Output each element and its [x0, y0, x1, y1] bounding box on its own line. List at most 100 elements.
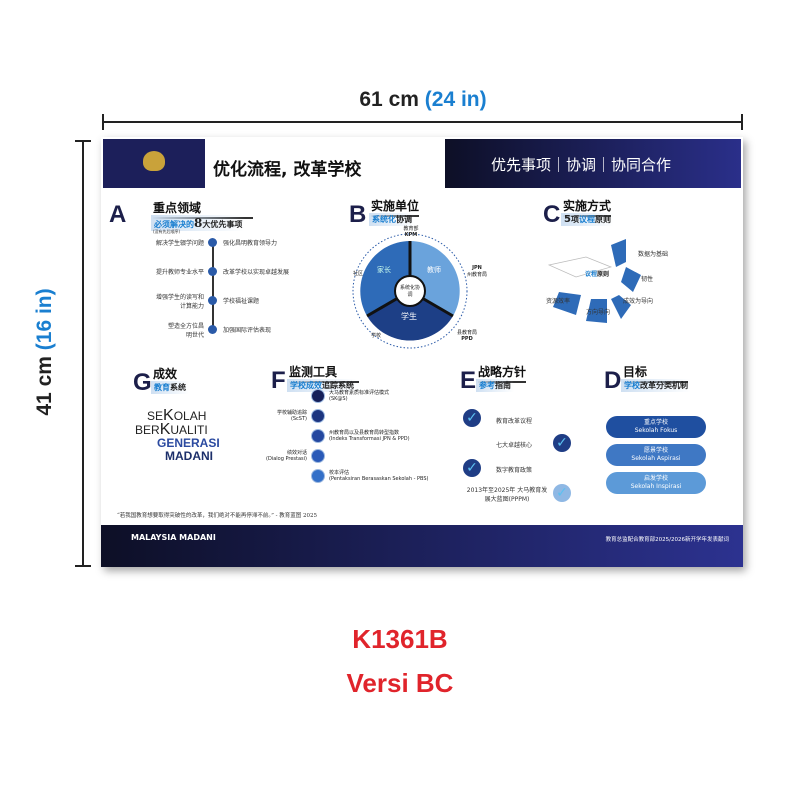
width-tick [741, 114, 743, 130]
timeline-dot [208, 296, 217, 305]
sub-highlight: 系统化 [372, 215, 396, 224]
fan-segments [553, 239, 641, 323]
section-g-letter: G [133, 369, 152, 396]
width-in: (24 in) [424, 88, 487, 111]
sub-rest: 协调 [396, 215, 412, 224]
strategy-item: 2013年至2025年 大马教育发展大蓝图(PPPM) [466, 487, 548, 503]
tool-en: (Dialog Prestasi) [266, 456, 307, 462]
segment-label: 学生 [401, 312, 417, 321]
section-b-letter: B [349, 201, 367, 228]
section-a-subtitle: 必须解决的8大优先事项 [151, 215, 246, 231]
width-tick [102, 114, 104, 130]
width-cm: 61 cm [359, 88, 419, 111]
sub-highlight: 学校成效 [290, 381, 322, 390]
segment-label: 家长 [377, 266, 391, 274]
sub-highlight: 学校 [624, 381, 640, 390]
section-b-subtitle: 系统化协调 [369, 213, 415, 226]
priority-item: 学校福祉课题 [223, 298, 260, 305]
center-rest: 原则 [597, 271, 610, 278]
section-c-subtitle: 5项议程原则 [561, 213, 614, 226]
tool-dot [311, 469, 325, 483]
principle-item: 数据为基础 [638, 251, 669, 258]
crest-logo-panel [103, 139, 205, 188]
section-g-title: 成效 [153, 367, 178, 381]
node-text: 县教育局 [457, 330, 478, 336]
section-a-note: (没有先后顺序) [153, 229, 181, 234]
height-in: (16 in) [33, 288, 56, 351]
category-ms: Sekolah Fokus [634, 427, 678, 434]
footer-band: MALAYSIA MADANI 教育总监配合教育部2025/2026新开学年发表… [101, 525, 743, 567]
node-text: KPM [404, 232, 418, 238]
category-cn: 重点学校 [643, 419, 668, 426]
tool-dot [311, 389, 325, 403]
tool-item: 大马教育素质标准评估模式(SK@S) [329, 390, 389, 402]
sub-rest: 指南 [495, 381, 511, 390]
node-text: 州教育局 [467, 272, 488, 278]
malaysia-madani-logo: MALAYSIA MADANI [131, 533, 216, 542]
sub-highlight: 参考 [479, 381, 495, 390]
principle-item: 韧性 [641, 276, 654, 283]
tool-en: (Indeks Transformasi JPN & PPD) [329, 436, 410, 442]
section-f-letter: F [271, 367, 286, 394]
sub-highlight: 必须解决的 [154, 220, 194, 229]
tool-item: 绩效对话(Dialog Prestasi) [251, 450, 307, 462]
check-icon: ✓ [463, 409, 481, 427]
node-text: 教育部 [403, 226, 419, 232]
height-dimension: 41 cm (16 in) [33, 232, 57, 472]
header-tagline: 优先事项｜协调｜协同合作 [491, 156, 672, 174]
tool-cn: 绩效对话 [286, 450, 307, 456]
principles-fan [547, 239, 641, 323]
principle-item: 成效为导向 [623, 298, 654, 305]
category-cn: 愿景学校 [643, 447, 668, 454]
timeline-dot [208, 325, 217, 334]
tool-dot [311, 409, 325, 423]
tool-cn: 州教育局以及县教育局转型指数 [329, 430, 400, 436]
category-ms: Sekolah Inspirasi [630, 483, 682, 490]
height-tick [75, 140, 91, 142]
principles-center: 议程原则 [585, 269, 609, 278]
check-icon: ✓ [463, 459, 481, 477]
tool-cn: 学校辅助追踪 [276, 410, 307, 416]
principle-item: 资源效率 [546, 298, 571, 305]
product-version: Versi BC [346, 668, 454, 698]
check-icon: ✓ [553, 484, 571, 502]
section-d-subtitle: 学校改革分类机制 [621, 379, 691, 392]
coordination-pie [352, 233, 468, 349]
height-cm: 41 cm [33, 356, 56, 416]
check-icon: ✓ [553, 434, 571, 452]
center-circle [394, 275, 426, 307]
header-tagline-panel: 优先事项｜协调｜协同合作 [445, 139, 741, 188]
section-e-letter: E [460, 367, 477, 394]
poster-title: 优化流程, 改革学校 [213, 160, 362, 180]
sub-rest: 追踪系统 [322, 381, 354, 390]
sub-number: 8 [194, 216, 203, 230]
timeline-line [212, 243, 214, 333]
section-e-subtitle: 参考指南 [476, 379, 514, 392]
pie-center-label: 系统化协调 [399, 285, 420, 298]
node-school: 学校 [371, 333, 382, 339]
priority-item: 加强国际评估表现 [223, 327, 272, 334]
sub-rest: 项 [570, 215, 579, 224]
tool-item: 校本评估(Pentaksiran Berasaskan Sekolah - PB… [329, 470, 428, 482]
tool-item: 学校辅助追踪(ScST) [251, 410, 307, 422]
center-highlight: 议程 [585, 271, 598, 278]
sub-highlight: 议程 [578, 215, 595, 224]
tool-cn: 大马教育素质标准评估模式 [329, 390, 390, 396]
drone-icon [547, 256, 613, 278]
priority-item: 强化昌明教育领导力 [223, 240, 278, 247]
segment-students [367, 291, 453, 341]
priority-item: 解决学生辍学问题 [155, 240, 204, 247]
priority-item: 改革学校以实现卓越发展 [223, 269, 290, 276]
poster: 优化流程, 改革学校 优先事项｜协调｜协同合作 A 重点领域 必须解决的8大优先… [101, 137, 743, 567]
width-line [103, 121, 742, 123]
priority-item: 塑造全方位昌明世代 [167, 323, 204, 339]
section-d-letter: D [604, 367, 622, 394]
section-g-subtitle: 教育系统 [151, 381, 189, 394]
tool-dot [311, 449, 325, 463]
tool-item: 州教育局以及县教育局转型指数(Indeks Transformasi JPN &… [329, 430, 410, 442]
